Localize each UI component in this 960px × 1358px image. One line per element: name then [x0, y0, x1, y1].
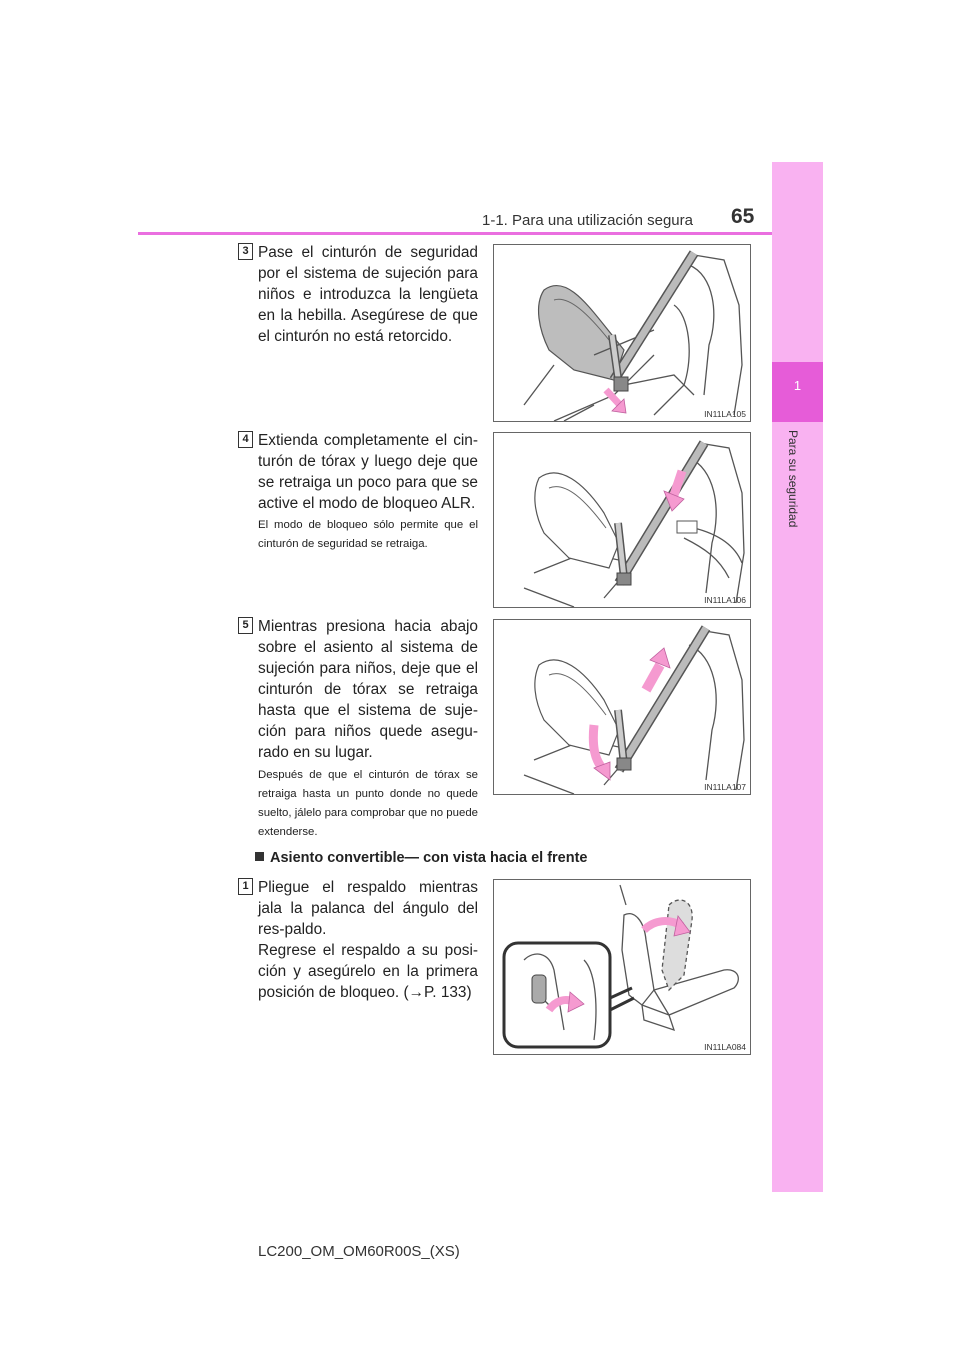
step-note: Después de que el cinturón de tórax se r…: [258, 769, 478, 838]
figure-code: IN11LA105: [704, 409, 746, 419]
step-3-illustration: IN11LA105: [493, 244, 751, 422]
step-number: 4: [238, 431, 253, 448]
chapter-side-tab: [772, 162, 823, 1192]
step-text: Extienda completamente el cin-turón de t…: [258, 432, 478, 512]
subsection-heading: Asiento convertible— con vista hacia el …: [255, 850, 588, 866]
page-number: 65: [731, 205, 755, 228]
seat-belt-extend-illustration: [523, 440, 745, 607]
figure-code: IN11LA107: [704, 782, 746, 792]
chapter-tab-marker: [772, 362, 823, 422]
step-number: 1: [238, 878, 253, 895]
step-number: 3: [238, 243, 253, 260]
step-text: Pase el cinturón de seguridad por el sis…: [258, 244, 478, 345]
chapter-number: 1: [793, 378, 802, 393]
heading-bullet: [255, 852, 264, 861]
step-4-illustration: IN11LA106: [493, 432, 751, 608]
figure-code: IN11LA084: [704, 1042, 746, 1052]
header-rule: [138, 232, 823, 235]
child-seat-belt-illustration: [523, 250, 743, 421]
subsection-illustration: IN11LA084: [493, 879, 751, 1055]
seatback-fold-illustration: [502, 884, 739, 1049]
subsection-heading-text: Asiento convertible— con vista hacia el …: [270, 850, 588, 866]
chapter-name-label: Para su seguridad: [786, 430, 800, 528]
step-text: Pliegue el respaldo mientras jala la pal…: [258, 879, 478, 938]
step-5-illustration: IN11LA107: [493, 619, 751, 795]
seat-belt-retract-illustration: [523, 625, 745, 794]
step-text: Regrese el respaldo a su posi-ción y ase…: [258, 942, 478, 1001]
step-note: El modo de bloqueo sólo permite que el c…: [258, 519, 478, 550]
step-number: 5: [238, 617, 253, 634]
section-title: 1-1. Para una utilización segura: [482, 212, 693, 229]
figure-code: IN11LA106: [704, 595, 746, 605]
document-code: LC200_OM_OM60R00S_(XS): [258, 1243, 460, 1260]
chapter-name: Para su seguridad: [786, 430, 806, 560]
step-text: Mientras presiona hacia abajo sobre el a…: [258, 618, 478, 761]
